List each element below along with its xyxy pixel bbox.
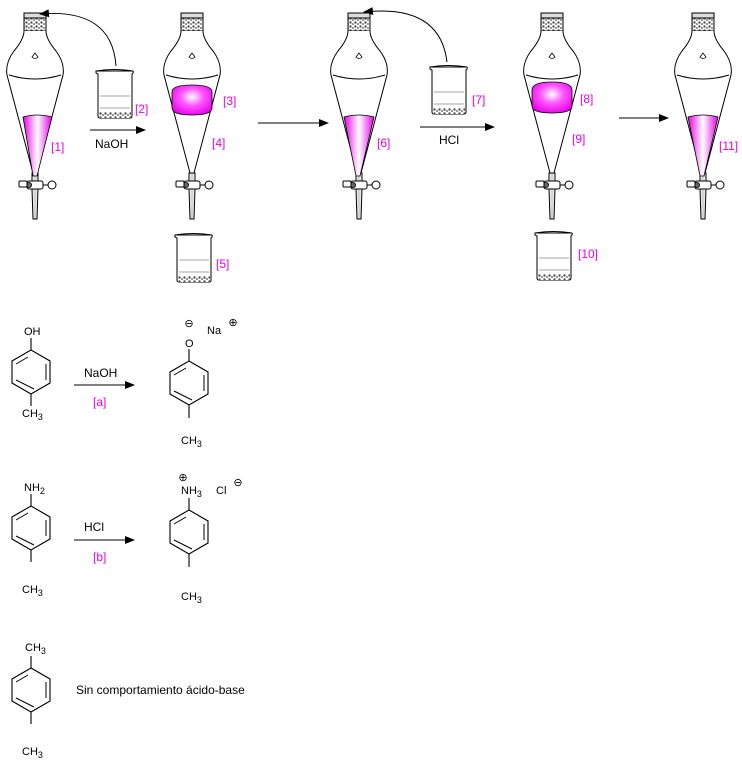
beaker-2-label: [2] xyxy=(135,102,148,116)
beaker-10-label: [10] xyxy=(578,247,598,261)
reaction-b-label: [b] xyxy=(93,550,106,564)
step-1-reagent: NaOH xyxy=(95,137,128,151)
cresolate-methyl-label: CH3 xyxy=(181,435,202,449)
anilinium-positive-charge: ⊕ xyxy=(178,472,187,484)
p-xylene: CH3 CH3 Sin comportamiento ácido-base xyxy=(11,642,245,760)
beaker-5-label: [5] xyxy=(216,257,229,271)
reaction-phenol: OH CH3 NaOH [a] ⊖ O Na ⊕ CH3 xyxy=(11,317,238,449)
step-3-reagent: HCl xyxy=(439,133,459,147)
no-acid-base-note: Sin comportamiento ácido-base xyxy=(76,683,245,697)
phenolate-oxygen: O xyxy=(185,338,194,350)
funnel-4-bottom-label: [9] xyxy=(572,132,585,146)
p-xylene-ring xyxy=(11,656,51,724)
reaction-aniline: NH2 CH3 HCl [b] ⊕ NH3 Cl ⊖ CH3 xyxy=(11,472,243,605)
anilinium-methyl-label: CH3 xyxy=(181,591,202,605)
xylene-bottom-methyl-label: CH3 xyxy=(22,746,43,760)
aqueous-layer-1 xyxy=(22,114,53,177)
separatory-funnel-3: [6] xyxy=(330,12,390,220)
p-toluidine-ring xyxy=(11,494,51,562)
funnel-4-top-label: [8] xyxy=(580,92,593,106)
aqueous-layer-8 xyxy=(531,81,573,114)
aniline-methyl-label: CH3 xyxy=(22,584,43,598)
funnel-2-bottom-label: [4] xyxy=(212,136,225,150)
chloride-counterion: Cl xyxy=(216,485,226,497)
funnel-1-label: [1] xyxy=(51,140,64,154)
separatory-funnel-2: [3] [4] xyxy=(163,12,236,220)
funnel-2-top-label: [3] xyxy=(223,94,236,108)
organic-layer-3 xyxy=(171,84,213,116)
anilinium-ring xyxy=(169,498,209,567)
aniline-nh2-label: NH2 xyxy=(24,482,45,496)
funnel-5-label: [11] xyxy=(719,139,738,153)
anilinium-nh3-label: NH3 xyxy=(181,485,202,499)
pour-arrow-2 xyxy=(363,7,448,63)
cresolate-ring xyxy=(169,349,209,418)
phenol-oh-label: OH xyxy=(24,326,41,338)
organic-layer-6 xyxy=(343,114,375,177)
reaction-a-label: [a] xyxy=(93,395,106,409)
chloride-negative-charge: ⊖ xyxy=(233,477,242,489)
reaction-b-reagent: HCl xyxy=(84,520,104,534)
sodium-positive-charge: ⊕ xyxy=(228,317,237,329)
pour-arrow-1 xyxy=(39,9,117,67)
beaker-10: [10] xyxy=(534,231,598,281)
aqueous-layer-11 xyxy=(687,114,719,177)
beaker-7: [7] xyxy=(429,65,485,115)
beaker-2: [2] xyxy=(95,69,148,119)
p-cresol-ring xyxy=(11,338,51,406)
sodium-counterion: Na xyxy=(207,325,222,337)
separatory-funnel-5: [11] xyxy=(674,12,738,220)
separatory-funnel-1: [1] xyxy=(6,12,64,220)
separatory-funnel-4: [8] [9] xyxy=(523,12,593,220)
xylene-top-methyl-label: CH3 xyxy=(25,642,46,656)
reaction-a-reagent: NaOH xyxy=(84,366,117,380)
beaker-5: [5] xyxy=(174,233,229,283)
funnel-3-label: [6] xyxy=(377,136,390,150)
phenolate-negative-charge: ⊖ xyxy=(184,318,193,330)
phenol-methyl-label: CH3 xyxy=(22,408,43,422)
beaker-7-label: [7] xyxy=(472,93,485,107)
